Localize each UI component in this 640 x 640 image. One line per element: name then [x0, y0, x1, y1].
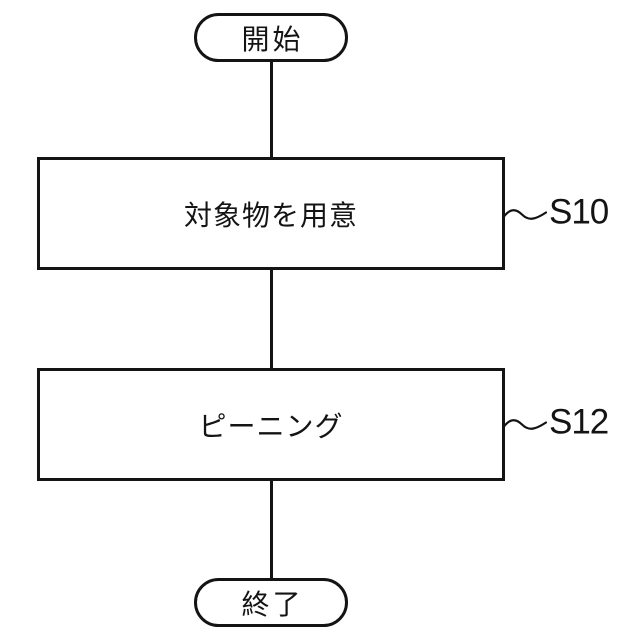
start-terminal-label: 開始: [241, 23, 304, 55]
start-terminal: 開始: [194, 13, 348, 62]
squiggle-connector-icon: [503, 418, 547, 430]
step2-reference: S12: [503, 402, 609, 442]
process-box-step1: 対象物を用意: [37, 157, 505, 270]
process-box-step2: ピーニング: [37, 368, 505, 481]
process-step1-label: 対象物を用意: [183, 199, 358, 231]
end-terminal-label: 終了: [241, 588, 304, 620]
connector-start-to-step1: [270, 62, 273, 158]
end-terminal: 終了: [194, 578, 348, 627]
process-step2-label: ピーニング: [198, 410, 344, 442]
step2-reference-label: S12: [549, 402, 609, 442]
squiggle-connector-icon: [503, 208, 547, 220]
connector-step1-to-step2: [270, 269, 273, 369]
connector-step2-to-end: [270, 480, 273, 579]
step1-reference: S10: [503, 192, 609, 232]
step1-reference-label: S10: [549, 192, 609, 232]
